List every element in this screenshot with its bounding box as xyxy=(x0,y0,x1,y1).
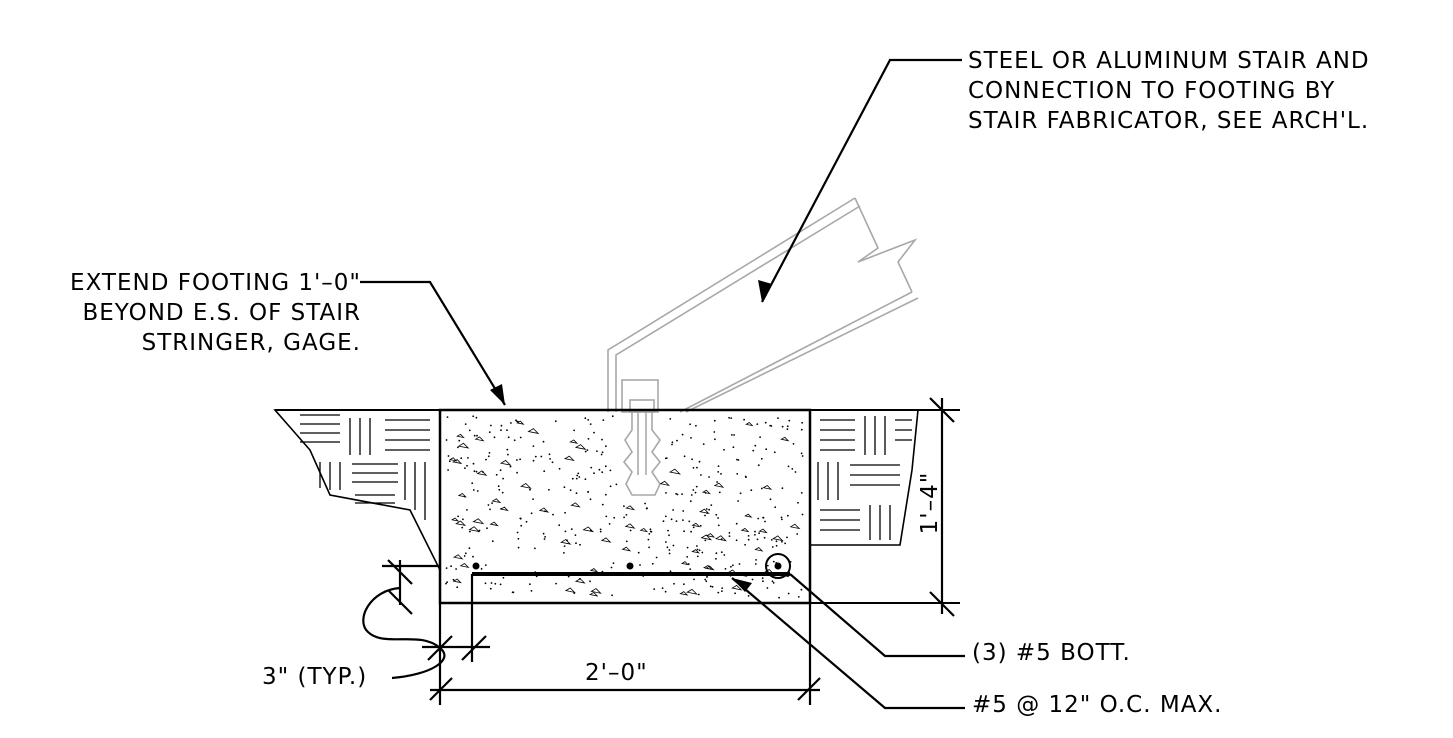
soil-left xyxy=(273,409,441,571)
dim-depth-label: 1'–4" xyxy=(917,471,943,535)
stair-stringer xyxy=(607,197,919,496)
note-stair-line-3: STAIR FABRICATOR, SEE ARCH'L. xyxy=(968,108,1370,134)
note-extend-line-2: BEYOND E.S. OF STAIR xyxy=(82,300,361,326)
dimension-cover xyxy=(362,559,490,680)
note-stair-fabricator: STEEL OR ALUMINUM STAIR AND CONNECTION T… xyxy=(968,46,1370,136)
note-transverse-bars: #5 @ 12" O.C. MAX. xyxy=(972,692,1223,718)
note-stair-line-2: CONNECTION TO FOOTING BY xyxy=(968,78,1336,104)
dim-width-label: 2'–0" xyxy=(585,660,648,686)
note-bottom-bars: (3) #5 BOTT. xyxy=(972,640,1131,666)
note-extend-line-3: STRINGER, GAGE. xyxy=(141,330,361,356)
leader-lines xyxy=(360,58,965,710)
note-stair-line-1: STEEL OR ALUMINUM STAIR AND xyxy=(968,48,1370,74)
reinforcement xyxy=(472,553,791,579)
concrete-stipple xyxy=(445,415,804,599)
dim-cover-label: 3" (TYP.) xyxy=(262,664,368,690)
note-extend-footing: EXTEND FOOTING 1'–0" BEYOND E.S. OF STAI… xyxy=(70,268,361,358)
note-extend-line-1: EXTEND FOOTING 1'–0" xyxy=(70,270,361,296)
dimension-depth xyxy=(929,397,955,617)
dimension-width xyxy=(429,603,821,705)
soil-right xyxy=(809,409,919,546)
